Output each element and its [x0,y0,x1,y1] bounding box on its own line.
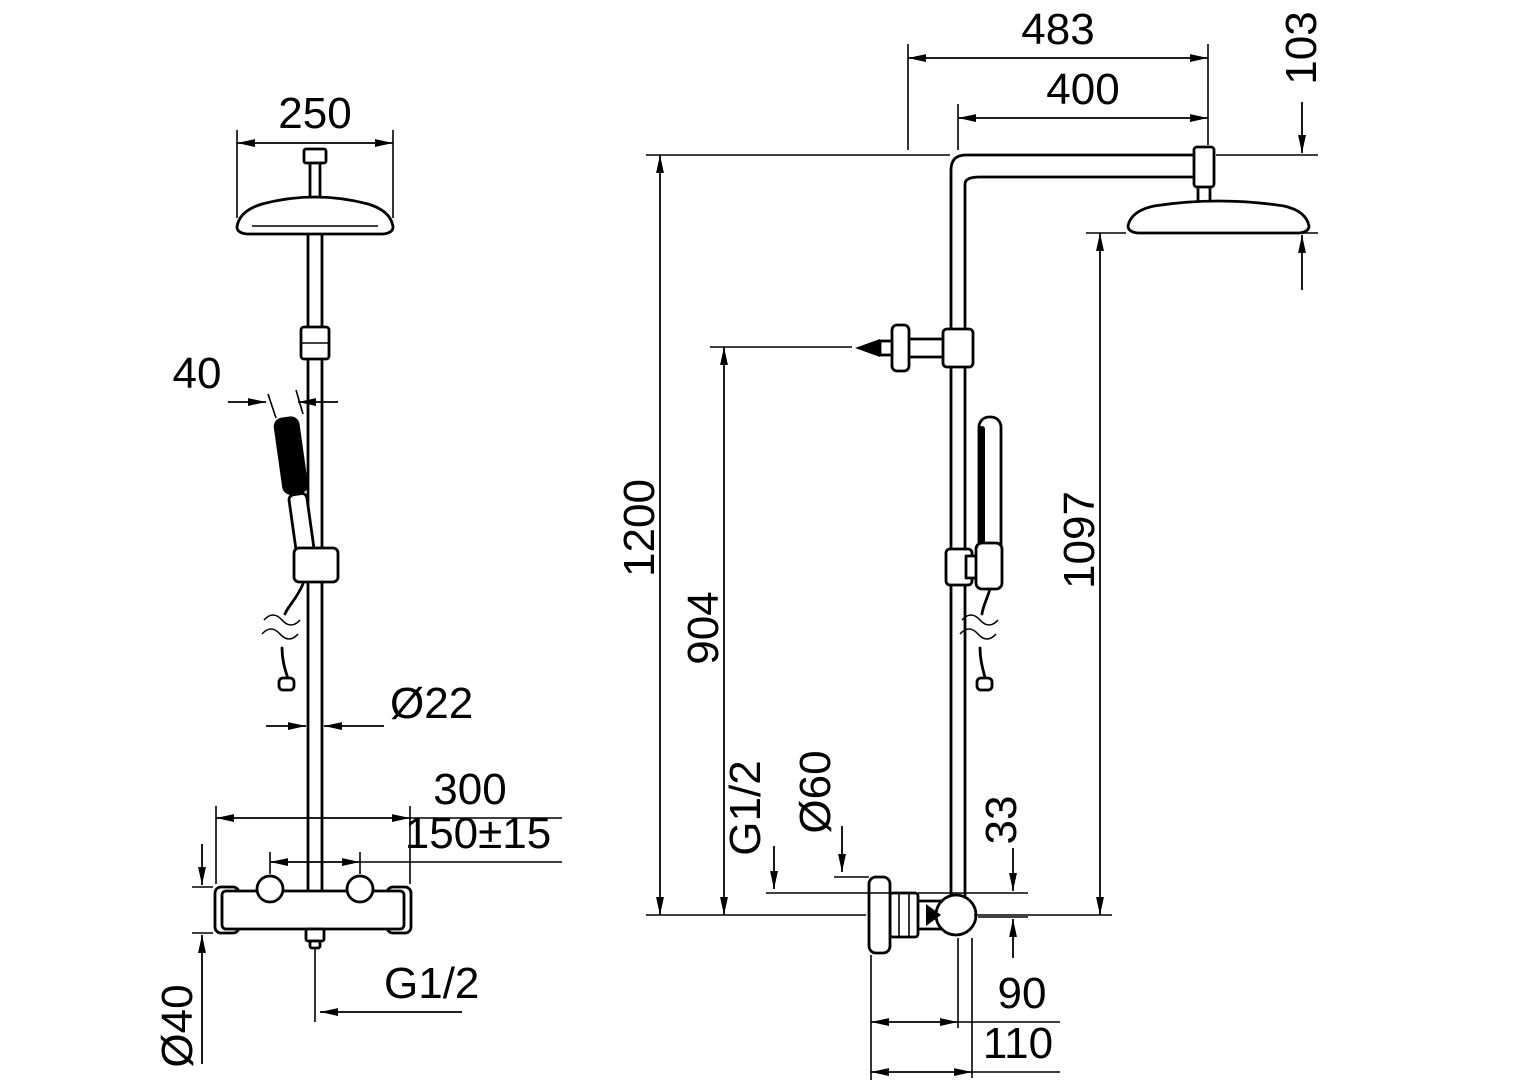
dim-handset-width: 40 [173,349,338,419]
wall-bracket-thread-tip [855,339,880,357]
dim-flange-diameter: Ø60 [791,750,869,878]
dim-height-bracket: 904 [679,346,852,915]
dim-label-handset-width: 40 [173,349,222,398]
dim-label-arm-length: 400 [1046,65,1119,114]
dim-label-pipe-diameter: Ø22 [390,679,473,728]
dim-label-height-overall: 1200 [615,479,664,577]
dim-label-inlet-thread: G1/2 [721,760,770,855]
dim-label-valve-width: 300 [433,765,506,814]
hand-shower [273,416,317,562]
dim-reach-overall: 483 [907,5,1209,150]
top-cap [302,147,328,165]
dim-label-inlet-spacing: 150±15 [405,809,552,858]
rain-shower-head-side [1126,199,1311,235]
dim-label-depth-min: 90 [998,969,1047,1018]
dim-label-flange-diameter: Ø60 [791,750,840,833]
dim-height-head: 1097 [974,232,1126,916]
dim-inlet-spacing: 150±15 [269,809,562,874]
wall-bracket-collar [941,327,975,369]
dim-label-height-head: 1097 [1055,491,1104,589]
valve-handle-left [255,874,285,904]
dim-label-reach-overall: 483 [1021,5,1094,54]
dim-inlet-offset: 33 [918,796,1028,958]
hose-break-mark [263,614,301,626]
dim-label-depth-max: 110 [983,1019,1053,1068]
dim-outlet-thread: G1/2 [320,959,479,1016]
dim-label-inlet-offset: 33 [977,796,1026,845]
dim-pipe-diameter: Ø22 [266,679,473,730]
holder-cup [974,541,1004,591]
dim-label-height-bracket: 904 [679,591,728,664]
wall-bracket-flange [890,323,911,373]
hand-shower-head [273,416,309,495]
hand-shower-holder [292,546,340,584]
dim-depth-max: 110 [871,938,1060,1078]
dim-label-escutcheon-diameter: Ø40 [153,984,202,1067]
dim-valve-width: 300 [215,765,562,884]
arm-end-connector [1192,145,1216,189]
dim-label-head-width: 250 [278,89,351,138]
inlet-union-nut [888,891,920,939]
front-view: 250 40 Ø22 300 [153,89,562,1068]
dim-inlet-thread: G1/2 [721,760,889,894]
hose-end [277,676,296,692]
dim-label-outlet-thread: G1/2 [384,959,479,1008]
dim-head-width: 250 [236,89,394,218]
valve-handle-right [345,874,375,904]
shower-hose-side [980,587,992,616]
dim-height-overall: 1200 [615,154,950,916]
front-dimensions: 250 40 Ø22 300 [153,89,562,1068]
rain-shower-head [235,195,395,236]
side-dimensions: 483 400 103 1200 [615,5,1326,1080]
shower-hose [283,582,305,616]
valve-outlet [304,927,326,943]
side-product [855,145,1311,955]
dim-depth-min: 90 [870,938,1060,1080]
inlet-flange [867,875,892,955]
dim-arm-length: 400 [957,65,1208,150]
dim-label-head-drop: 103 [1277,11,1326,84]
dim-head-drop: 103 [1216,11,1326,290]
thermostat-valve-body [220,889,406,931]
side-view: 483 400 103 1200 [615,5,1326,1080]
riser-pipe-side [949,153,1198,899]
dim-escutcheon-diameter: Ø40 [153,844,213,1068]
front-product [213,147,413,1022]
